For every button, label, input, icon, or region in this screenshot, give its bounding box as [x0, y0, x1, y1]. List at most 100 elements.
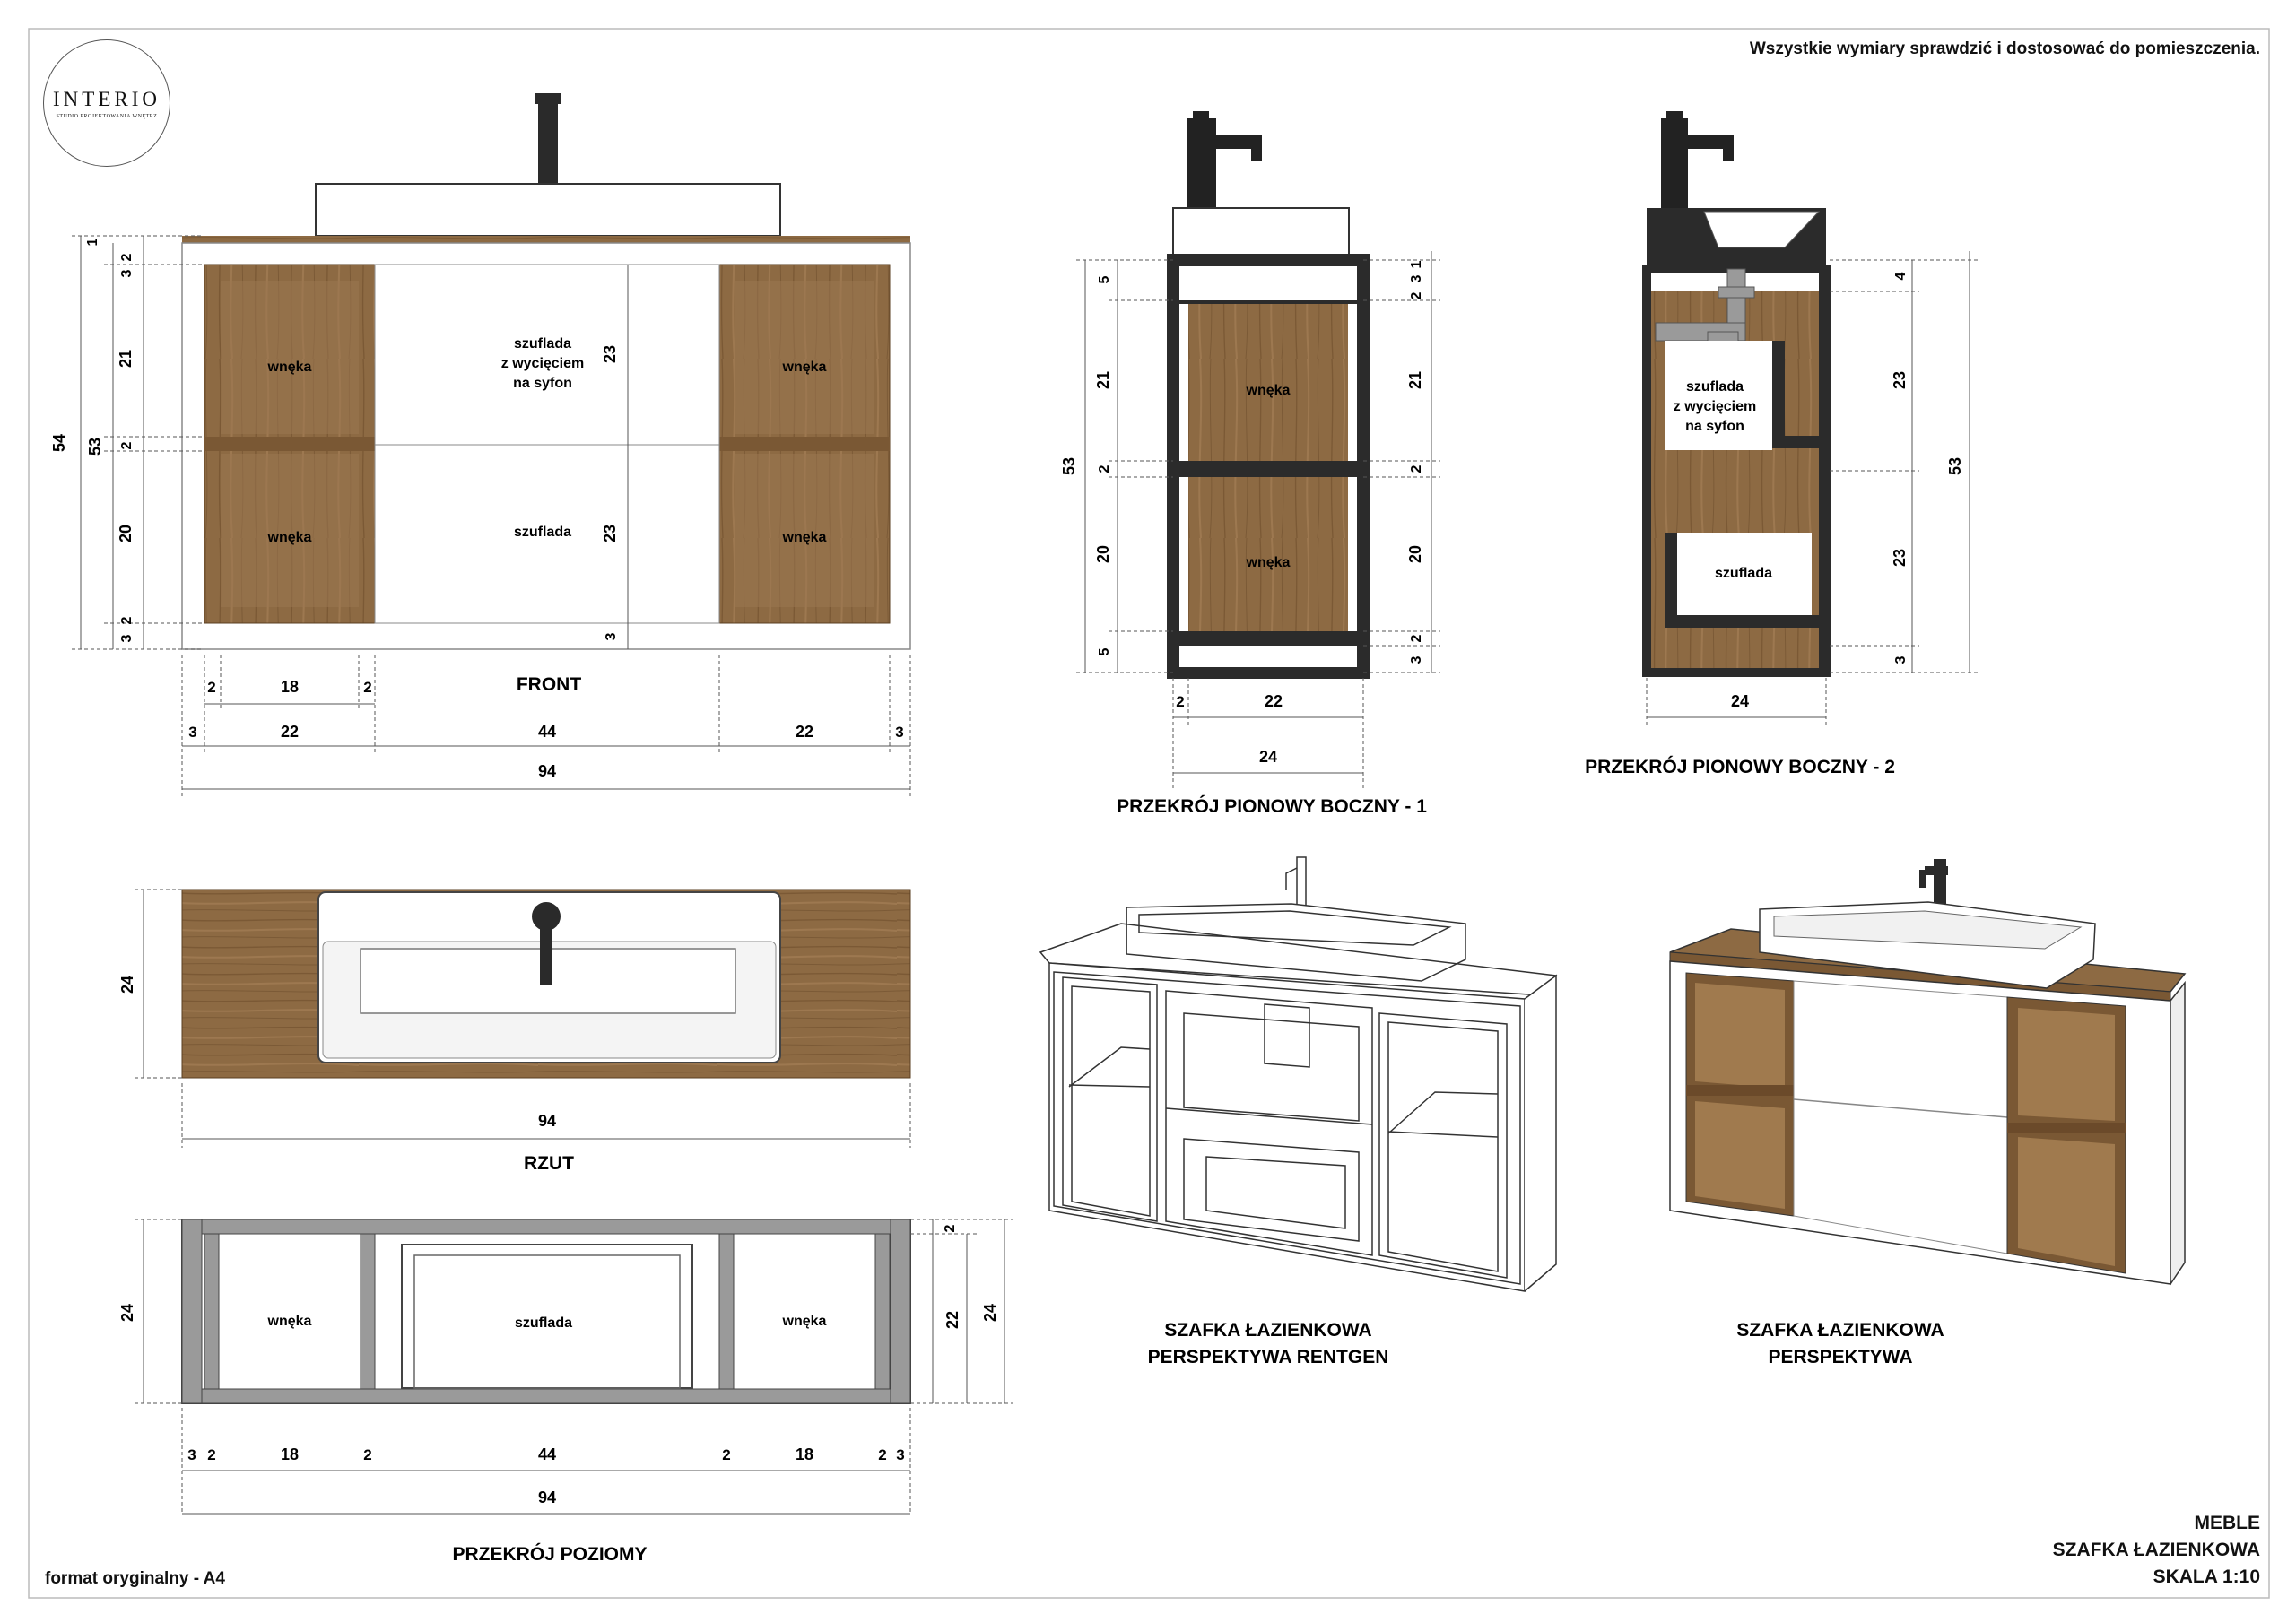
- poziomy-label-szuflada: szuflada: [515, 1315, 572, 1331]
- front-label-wneka-tr: wnęka: [782, 360, 827, 375]
- svg-text:2: 2: [207, 679, 215, 696]
- front-lower-drawer: [374, 444, 720, 624]
- front-view: wnęka wnęka wnęka wnęka szuflada z wycię…: [50, 93, 911, 798]
- svg-text:53: 53: [86, 438, 104, 456]
- svg-text:2: 2: [119, 616, 135, 624]
- boczny1-frame: [1167, 254, 1370, 679]
- rzut-faucet: [532, 902, 561, 931]
- company-logo: INTERIO STUDIO PROJEKTOWANIA WNĘTRZ: [43, 39, 170, 167]
- svg-text:18: 18: [281, 1445, 299, 1463]
- header-note: Wszystkie wymiary sprawdzić i dostosować…: [1749, 39, 2260, 58]
- svg-text:94: 94: [538, 1488, 556, 1506]
- svg-text:44: 44: [538, 723, 556, 741]
- svg-text:54: 54: [50, 434, 68, 452]
- poziomy-label-wneka-r: wnęka: [782, 1314, 827, 1329]
- front-basin: [315, 183, 781, 237]
- view-title-poziomy: PRZEKRÓJ POZIOMY: [452, 1543, 647, 1565]
- svg-text:5: 5: [1097, 275, 1112, 283]
- svg-text:24: 24: [981, 1304, 999, 1322]
- svg-text:23: 23: [1891, 371, 1909, 389]
- svg-text:18: 18: [796, 1445, 813, 1463]
- boczny2-faucet: [1661, 118, 1688, 208]
- title-line-2: SZAFKA ŁAZIENKOWA: [2052, 1540, 2260, 1560]
- view-title-persp-2: PERSPEKTYWA: [1768, 1347, 1912, 1367]
- svg-text:1: 1: [1409, 260, 1424, 268]
- logo-tagline: STUDIO PROJEKTOWANIA WNĘTRZ: [56, 113, 158, 119]
- svg-text:22: 22: [944, 1311, 961, 1329]
- svg-text:18: 18: [281, 678, 299, 696]
- view-title-rzut: RZUT: [524, 1153, 574, 1174]
- svg-text:20: 20: [1094, 545, 1112, 563]
- svg-text:3: 3: [604, 632, 619, 640]
- boczny1-faucet: [1187, 118, 1216, 208]
- svg-text:3: 3: [1893, 655, 1909, 664]
- svg-text:3: 3: [119, 269, 135, 277]
- view-title-boczny1: PRZEKRÓJ PIONOWY BOCZNY - 1: [1117, 795, 1427, 817]
- front-label-syfon-1: szuflada: [514, 336, 571, 352]
- boczny1-view: wnęka wnęka 5 2 1 2 20: [1060, 111, 1440, 817]
- svg-text:2: 2: [1409, 291, 1424, 299]
- view-title-persp-1: SZAFKA ŁAZIENKOWA: [1736, 1320, 1944, 1341]
- svg-text:24: 24: [118, 976, 136, 994]
- front-label-wneka-br: wnęka: [782, 530, 827, 545]
- title-line-1: MEBLE: [2194, 1513, 2261, 1533]
- poziomy-outline: [181, 1219, 911, 1404]
- front-label-wneka-tl: wnęka: [267, 360, 312, 375]
- format-note: format oryginalny - A4: [45, 1569, 225, 1588]
- svg-text:2: 2: [943, 1224, 958, 1232]
- logo-name: INTERIO: [53, 87, 161, 110]
- perspektywa-view: [1669, 859, 2187, 1287]
- svg-text:20: 20: [117, 525, 135, 542]
- svg-text:2: 2: [1409, 634, 1424, 642]
- svg-text:24: 24: [1731, 692, 1749, 710]
- svg-text:2: 2: [363, 1446, 371, 1463]
- title-block: MEBLE SZAFKA ŁAZIENKOWA SKALA 1:10: [2053, 1510, 2260, 1591]
- svg-text:44: 44: [538, 1445, 556, 1463]
- svg-text:23: 23: [601, 345, 619, 363]
- boczny2-label-syfon-3: na syfon: [1685, 419, 1744, 434]
- boczny2-lower-drawer: [1665, 533, 1812, 615]
- svg-text:22: 22: [796, 723, 813, 741]
- svg-text:3: 3: [188, 724, 196, 741]
- view-title-front: FRONT: [517, 674, 581, 695]
- svg-text:2: 2: [722, 1446, 730, 1463]
- boczny2-view: szuflada z wycięciem na syfon szuflada 4…: [1585, 111, 1980, 777]
- svg-text:53: 53: [1946, 457, 1964, 475]
- boczny2-label-szuflada: szuflada: [1715, 566, 1772, 581]
- boczny2-label-syfon-1: szuflada: [1686, 379, 1744, 395]
- front-upper-drawer: [374, 264, 720, 446]
- boczny1-label-wneka-1: wnęka: [1246, 383, 1291, 398]
- svg-text:3: 3: [1409, 655, 1424, 664]
- title-line-3: SKALA 1:10: [2152, 1567, 2260, 1587]
- svg-text:2: 2: [119, 441, 135, 449]
- svg-text:2: 2: [363, 679, 371, 696]
- front-countertop: [182, 236, 910, 243]
- svg-text:3: 3: [895, 724, 903, 741]
- boczny2-label-syfon-2: z wycięciem: [1674, 399, 1757, 414]
- front-label-syfon-2: z wycięciem: [501, 356, 585, 371]
- view-title-rentgen-1: SZAFKA ŁAZIENKOWA: [1164, 1320, 1371, 1341]
- svg-text:94: 94: [538, 762, 556, 780]
- svg-text:53: 53: [1060, 457, 1078, 475]
- svg-text:3: 3: [119, 634, 135, 642]
- svg-text:3: 3: [187, 1446, 196, 1463]
- sheet-border: [28, 28, 2270, 1599]
- svg-text:5: 5: [1097, 647, 1112, 655]
- view-title-rentgen-2: PERSPEKTYWA RENTGEN: [1148, 1347, 1389, 1367]
- svg-text:2: 2: [119, 253, 135, 261]
- svg-text:22: 22: [1265, 692, 1283, 710]
- svg-text:1: 1: [85, 238, 100, 246]
- boczny1-label-wneka-2: wnęka: [1246, 555, 1291, 570]
- boczny1-basin: [1172, 207, 1350, 261]
- svg-text:22: 22: [281, 723, 299, 741]
- svg-text:94: 94: [538, 1112, 556, 1130]
- rzut-view: 24 94 RZUT: [118, 889, 911, 1174]
- rentgen-view: [1039, 856, 1558, 1292]
- svg-text:3: 3: [1409, 274, 1424, 282]
- svg-text:23: 23: [1891, 549, 1909, 567]
- svg-text:24: 24: [118, 1304, 136, 1322]
- svg-text:3: 3: [896, 1446, 904, 1463]
- boczny2-upper-drawer: [1665, 341, 1772, 450]
- svg-text:2: 2: [207, 1446, 215, 1463]
